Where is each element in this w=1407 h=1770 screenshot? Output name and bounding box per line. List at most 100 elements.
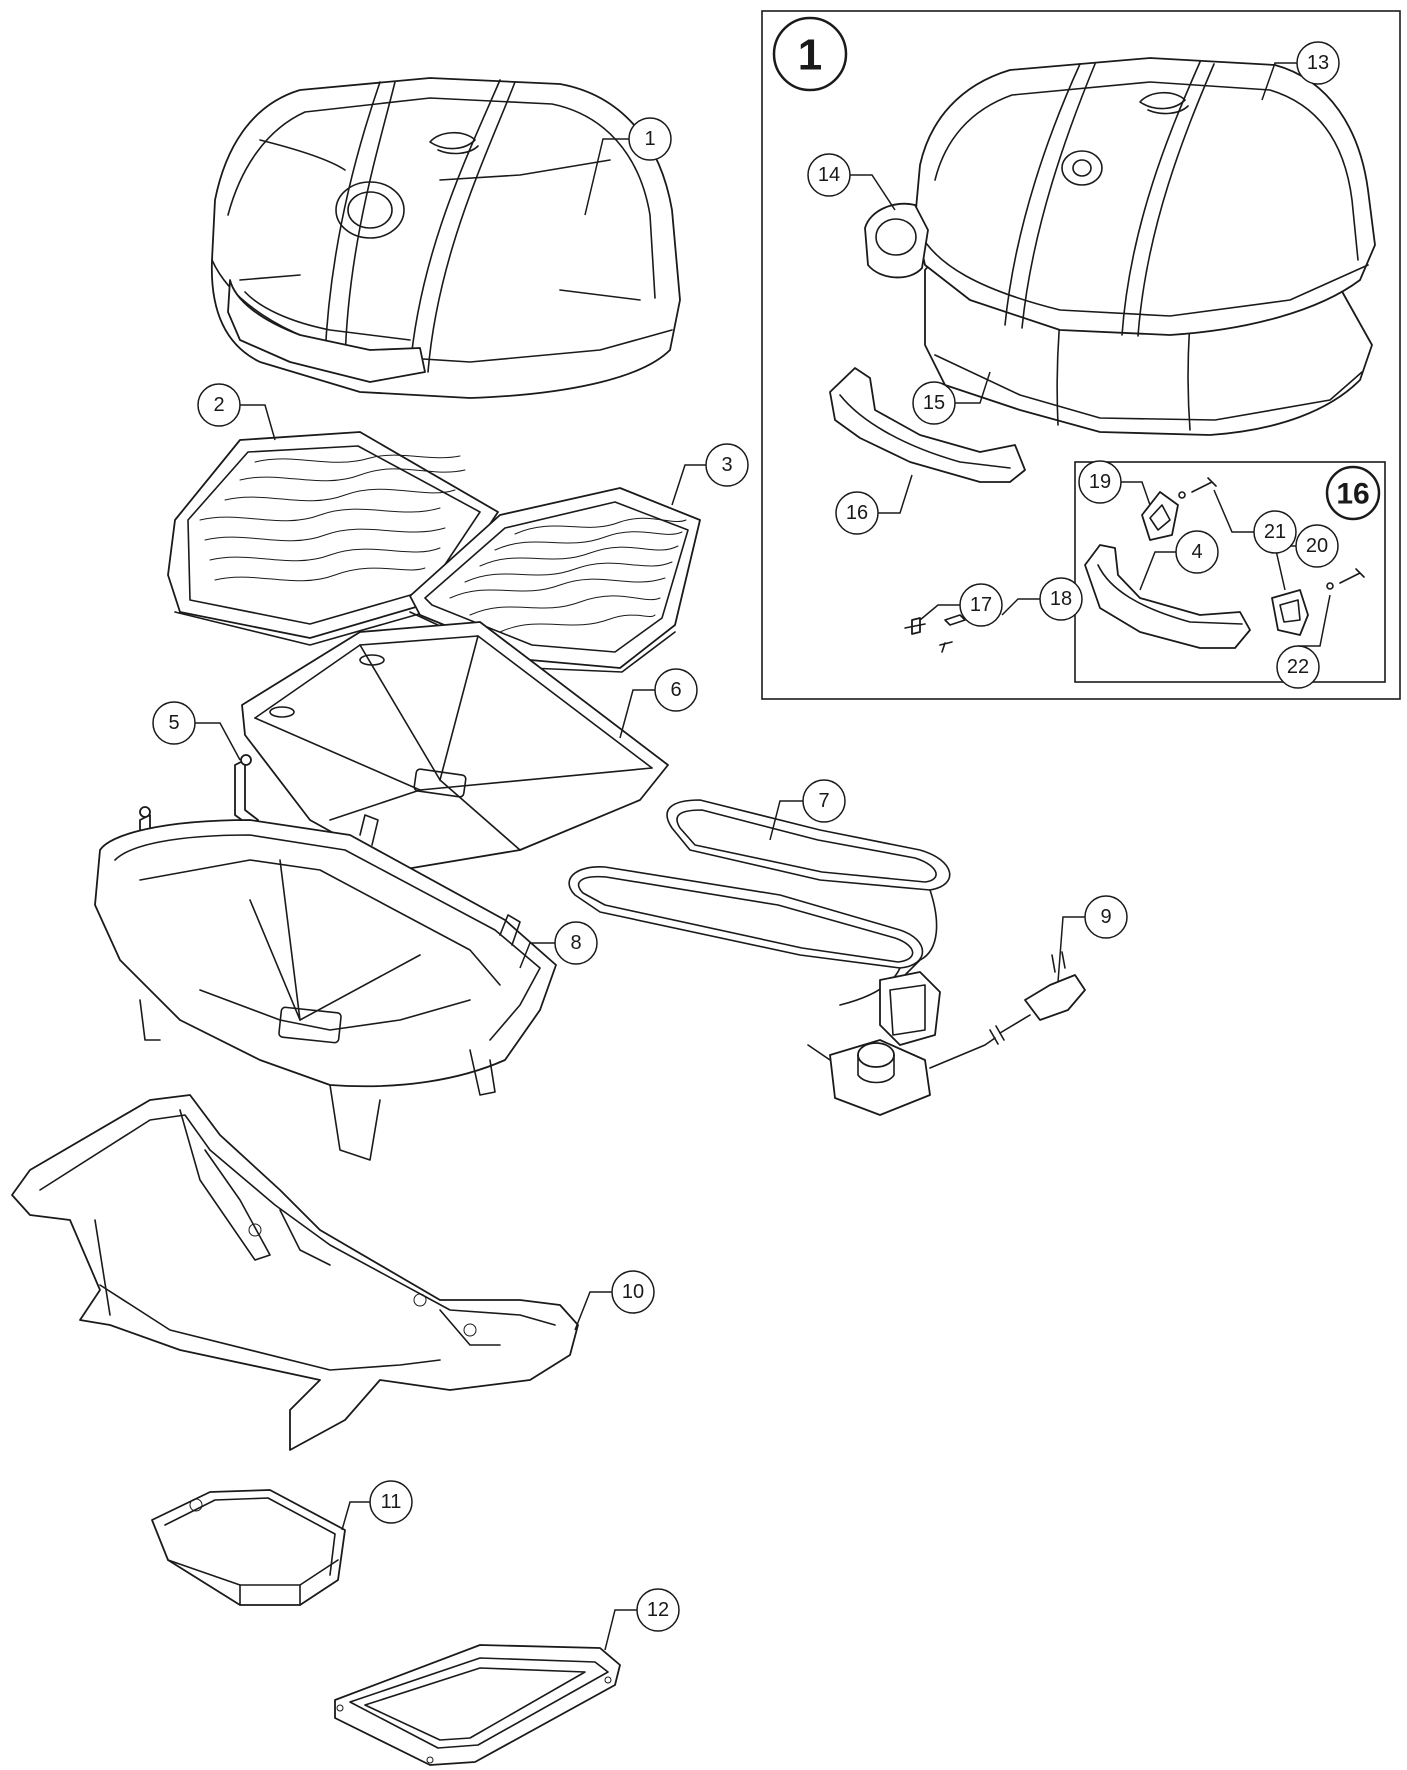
base-screw xyxy=(139,806,151,818)
lid-kit-exploded xyxy=(829,57,1376,653)
thermostat-and-power-cord xyxy=(807,951,1086,1116)
leader-1 xyxy=(584,138,629,216)
power-cord xyxy=(929,1037,996,1069)
callout-13: 13 xyxy=(1296,41,1340,85)
lid xyxy=(210,77,681,399)
leader-21 xyxy=(1213,489,1254,533)
svg-text:11: 11 xyxy=(381,1491,402,1513)
callout-22: 22 xyxy=(1276,645,1320,689)
kit-badge-lid: 1 xyxy=(772,16,848,92)
callout-1: 1 xyxy=(628,117,672,161)
power-plug xyxy=(1024,974,1086,1021)
left-grill-plate xyxy=(167,431,499,646)
callout-14: 14 xyxy=(807,153,851,197)
right-grill-ribs xyxy=(449,517,687,633)
lid-pin-clip xyxy=(939,641,953,653)
tray-holder xyxy=(334,1644,621,1766)
callout-10: 10 xyxy=(611,1270,655,1314)
callout-6: 6 xyxy=(654,668,698,712)
callout-19: 19 xyxy=(1078,460,1122,504)
svg-text:12: 12 xyxy=(647,1599,669,1621)
callout-21: 21 xyxy=(1253,510,1297,554)
callout-5: 5 xyxy=(152,701,196,745)
callout-15: 15 xyxy=(912,381,956,425)
leader-15 xyxy=(955,371,991,404)
svg-text:10: 10 xyxy=(622,1281,644,1303)
handle-washer-right xyxy=(1326,582,1334,590)
svg-text:13: 13 xyxy=(1307,52,1329,74)
leader-14 xyxy=(850,174,896,211)
leader-22 xyxy=(1298,594,1331,647)
lid-logo-icon xyxy=(429,131,479,155)
drip-tray xyxy=(241,621,669,871)
leader-10 xyxy=(574,1291,612,1331)
svg-text:5: 5 xyxy=(168,712,179,734)
svg-text:7: 7 xyxy=(818,790,829,812)
leader-7 xyxy=(769,800,803,841)
leader-13 xyxy=(1261,62,1297,101)
lid-thermometer xyxy=(335,181,405,239)
lid-kit-logo-icon xyxy=(1139,91,1189,115)
stand-frame xyxy=(11,1094,579,1451)
svg-text:21: 21 xyxy=(1264,521,1286,543)
leader-lines xyxy=(195,62,1331,1651)
callout-20: 20 xyxy=(1295,524,1339,568)
svg-text:4: 4 xyxy=(1191,541,1202,563)
svg-text:3: 3 xyxy=(721,454,732,476)
callout-18: 18 xyxy=(1039,577,1083,621)
handle-screw-left xyxy=(1191,477,1217,493)
leader-18 xyxy=(1001,598,1040,616)
svg-text:1: 1 xyxy=(644,128,655,150)
callout-8: 8 xyxy=(554,921,598,965)
svg-text:16: 16 xyxy=(1336,478,1369,511)
handle-kit-frame xyxy=(1074,461,1386,683)
svg-text:8: 8 xyxy=(570,932,581,954)
leader-5 xyxy=(195,722,241,761)
grease-tray xyxy=(151,1489,346,1606)
lid-kit-handle xyxy=(829,367,1026,483)
lid-kit-frame xyxy=(761,10,1401,700)
callout-12: 12 xyxy=(636,1588,680,1632)
svg-text:14: 14 xyxy=(818,164,840,186)
svg-text:6: 6 xyxy=(670,679,681,701)
thermostat-knob xyxy=(857,1042,895,1068)
svg-text:22: 22 xyxy=(1287,656,1309,678)
callout-17: 17 xyxy=(959,583,1003,627)
leader-12 xyxy=(604,1609,637,1651)
lid-handle xyxy=(227,279,426,383)
handle-end-cap-right xyxy=(1271,589,1309,636)
callout-9: 9 xyxy=(1084,895,1128,939)
bracket-screw xyxy=(240,754,252,766)
svg-text:18: 18 xyxy=(1050,588,1072,610)
svg-text:17: 17 xyxy=(970,594,992,616)
kit-badge-handle: 16 xyxy=(1325,465,1381,521)
handle-bar xyxy=(1084,544,1251,649)
heating-element xyxy=(568,799,951,1006)
leader-8 xyxy=(519,942,555,969)
leader-4 xyxy=(1139,551,1176,591)
lid-outer-shell xyxy=(914,57,1376,336)
svg-text:1: 1 xyxy=(798,31,822,80)
handle-kit-exploded xyxy=(1084,477,1365,649)
thermostat-housing xyxy=(829,1039,931,1116)
leader-19 xyxy=(1121,481,1151,506)
leader-9 xyxy=(1057,916,1085,983)
leader-2 xyxy=(240,404,276,441)
handle-screw-right xyxy=(1339,568,1365,584)
svg-text:16: 16 xyxy=(846,502,868,524)
base-tray xyxy=(94,814,557,1161)
leader-11 xyxy=(341,1501,370,1531)
lid-kit-thermometer-hole xyxy=(1061,150,1103,186)
callout-2: 2 xyxy=(197,383,241,427)
svg-text:19: 19 xyxy=(1089,471,1111,493)
left-grill-ribs xyxy=(199,454,466,582)
leader-3 xyxy=(671,464,706,506)
handle-washer-left xyxy=(1178,491,1186,499)
leader-17 xyxy=(919,604,960,621)
thermometer-bezel xyxy=(864,202,929,279)
callout-3: 3 xyxy=(705,443,749,487)
leader-6 xyxy=(619,689,655,739)
element-connector xyxy=(879,971,941,1046)
svg-text:15: 15 xyxy=(923,392,945,414)
